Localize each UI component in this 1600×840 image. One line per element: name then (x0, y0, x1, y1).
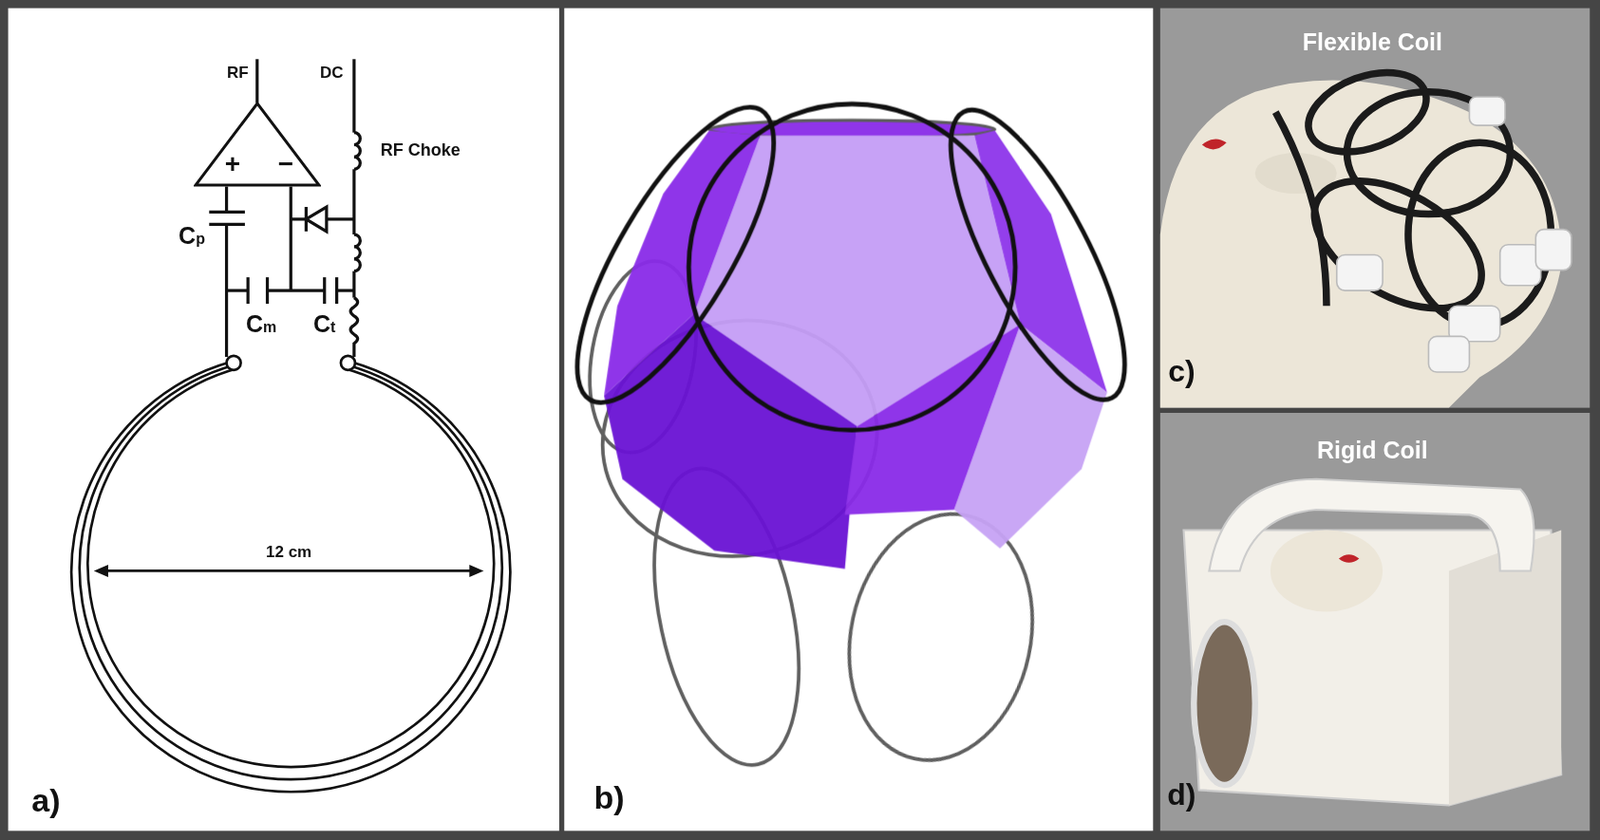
terminal-sign: + (225, 150, 241, 180)
panel-title: Flexible Coil (1302, 29, 1443, 57)
flexible-coil-tubes (1346, 92, 1510, 215)
signal-name: RF (226, 64, 249, 83)
amplifier-triangle: +− (193, 101, 321, 188)
circuit-wires (267, 288, 325, 292)
circuit-wires (350, 298, 358, 358)
rigid-coil-housing (1193, 621, 1255, 786)
coax-loop (340, 356, 356, 371)
terminal-sign: − (278, 150, 294, 180)
amplifier-outline (195, 103, 320, 186)
dodecahedron (845, 324, 1021, 516)
coax-loop (71, 361, 510, 792)
circuit-wires (246, 277, 250, 304)
diode-symbol (305, 207, 326, 232)
dimension-label: 12 cm (265, 544, 312, 563)
preamp-boxes (1468, 96, 1506, 126)
coax-loop (79, 365, 503, 781)
rigid-coil-housing (1208, 479, 1534, 572)
signal-name: DC (320, 64, 344, 83)
preamp-boxes (1336, 96, 1572, 373)
coax-loop (226, 356, 242, 371)
panel-label: a) (31, 783, 60, 819)
rigid-coil-housing (1338, 554, 1359, 564)
mannequin-head (1202, 139, 1227, 151)
part-name: RF Choke (380, 141, 461, 161)
flexible-coil-tubes (1275, 112, 1327, 306)
panel-title: Rigid Coil (1317, 437, 1429, 465)
dodecahedron (603, 314, 858, 570)
part-name: Ct (313, 311, 336, 339)
flexible-coil-tubes (1298, 57, 1438, 168)
mannequin-head (1160, 80, 1563, 409)
panel-grounds (1160, 413, 1590, 831)
front-loops (688, 104, 1016, 432)
panel-grounds (1160, 8, 1590, 409)
circuit-wires (337, 288, 355, 292)
circuit-wires (208, 58, 360, 358)
preamp-boxes (1535, 229, 1572, 271)
rigid-coil-housing (1270, 529, 1383, 612)
panel-label: d) (1167, 779, 1196, 813)
circuit-wires (322, 277, 326, 304)
circuit-wires (354, 234, 360, 272)
panel-label: c) (1167, 356, 1195, 390)
circuit-wires (225, 187, 228, 213)
circuit-wires (352, 271, 356, 299)
circuit-wires (226, 288, 249, 292)
dimension-arrow (469, 564, 484, 578)
preamp-boxes (1428, 336, 1469, 373)
coax-loop (71, 356, 510, 792)
amplifier-outline (193, 101, 321, 188)
dimension-arrow (101, 569, 475, 573)
circuit-wires (352, 58, 356, 132)
circuit-wires (352, 169, 356, 235)
back-loops (827, 496, 1055, 778)
panel-grounds (564, 8, 1153, 832)
part-name: Cm (245, 311, 277, 339)
panel-label: b) (593, 781, 624, 817)
front-loops (541, 81, 1157, 431)
dimension-arrow (94, 564, 485, 578)
preamp-boxes (1500, 244, 1542, 286)
coax-loop (87, 368, 494, 768)
panel-grounds (8, 8, 560, 832)
circuit-wires (289, 187, 293, 292)
part-name: Cp (178, 224, 206, 251)
circuit-wires (208, 210, 245, 214)
rigid-coil-housing (1184, 479, 1563, 807)
circuit-wires (326, 217, 355, 221)
front-loops (918, 88, 1158, 422)
flexible-coil-tubes (1275, 57, 1551, 336)
dimension-arrow (94, 564, 109, 578)
circuit-wires (255, 58, 259, 103)
preamp-boxes (1336, 255, 1383, 292)
circuit-wires (354, 132, 360, 170)
front-loops (541, 81, 810, 429)
mannequin-head (1160, 80, 1563, 409)
flexible-coil-tubes (1408, 142, 1551, 326)
